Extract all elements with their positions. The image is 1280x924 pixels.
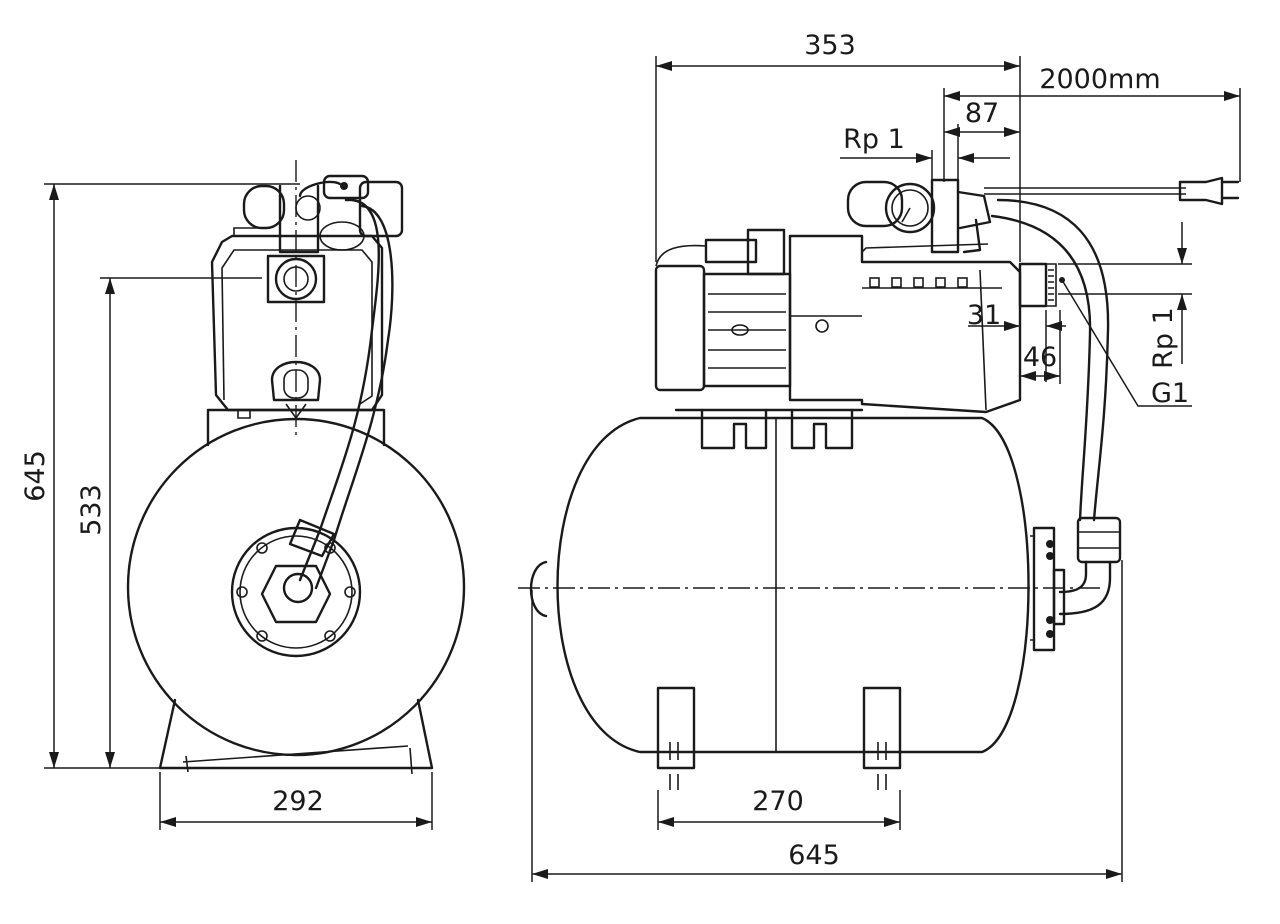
side-pressure-switch (846, 180, 904, 228)
dimension-labels: 645 533 292 353 2000mm 87 Rp 1 31 46 Rp … (20, 30, 1189, 871)
dim-union-thread: G1 (1151, 378, 1189, 409)
dim-inlet-offset: 31 (967, 300, 1001, 331)
dim-outlet-offset: 87 (965, 98, 999, 129)
front-tank (126, 417, 466, 757)
front-pump-housing (210, 234, 384, 412)
front-view (126, 160, 466, 775)
power-plug-icon (1178, 176, 1240, 206)
side-foot-right (862, 686, 902, 770)
pressure-gauge-icon (884, 182, 936, 234)
side-foot-left (656, 686, 696, 770)
side-hose (996, 198, 1110, 522)
dim-cable-length: 2000mm (1039, 64, 1160, 95)
side-view (518, 176, 1240, 790)
dimension-lines (44, 56, 1241, 882)
front-base (158, 698, 434, 770)
side-motor-cap (654, 264, 706, 392)
dim-outlet-thread: Rp 1 (843, 124, 905, 155)
dim-tank-length: 645 (788, 840, 840, 871)
front-flange (230, 526, 362, 658)
dim-inlet-thread: Rp 1 (1148, 307, 1179, 369)
dim-overall-height: 645 (20, 450, 51, 502)
side-tank (556, 416, 1030, 754)
dim-base-width: 292 (272, 786, 324, 817)
dim-foot-spacing: 270 (752, 786, 804, 817)
dim-inlet-spacing: 46 (1023, 342, 1057, 373)
side-pump-housing (788, 234, 1022, 414)
dim-overall-length: 353 (804, 30, 856, 61)
dim-pump-axis-height: 533 (76, 484, 107, 536)
front-hose (298, 198, 380, 582)
power-cable (984, 187, 1186, 195)
